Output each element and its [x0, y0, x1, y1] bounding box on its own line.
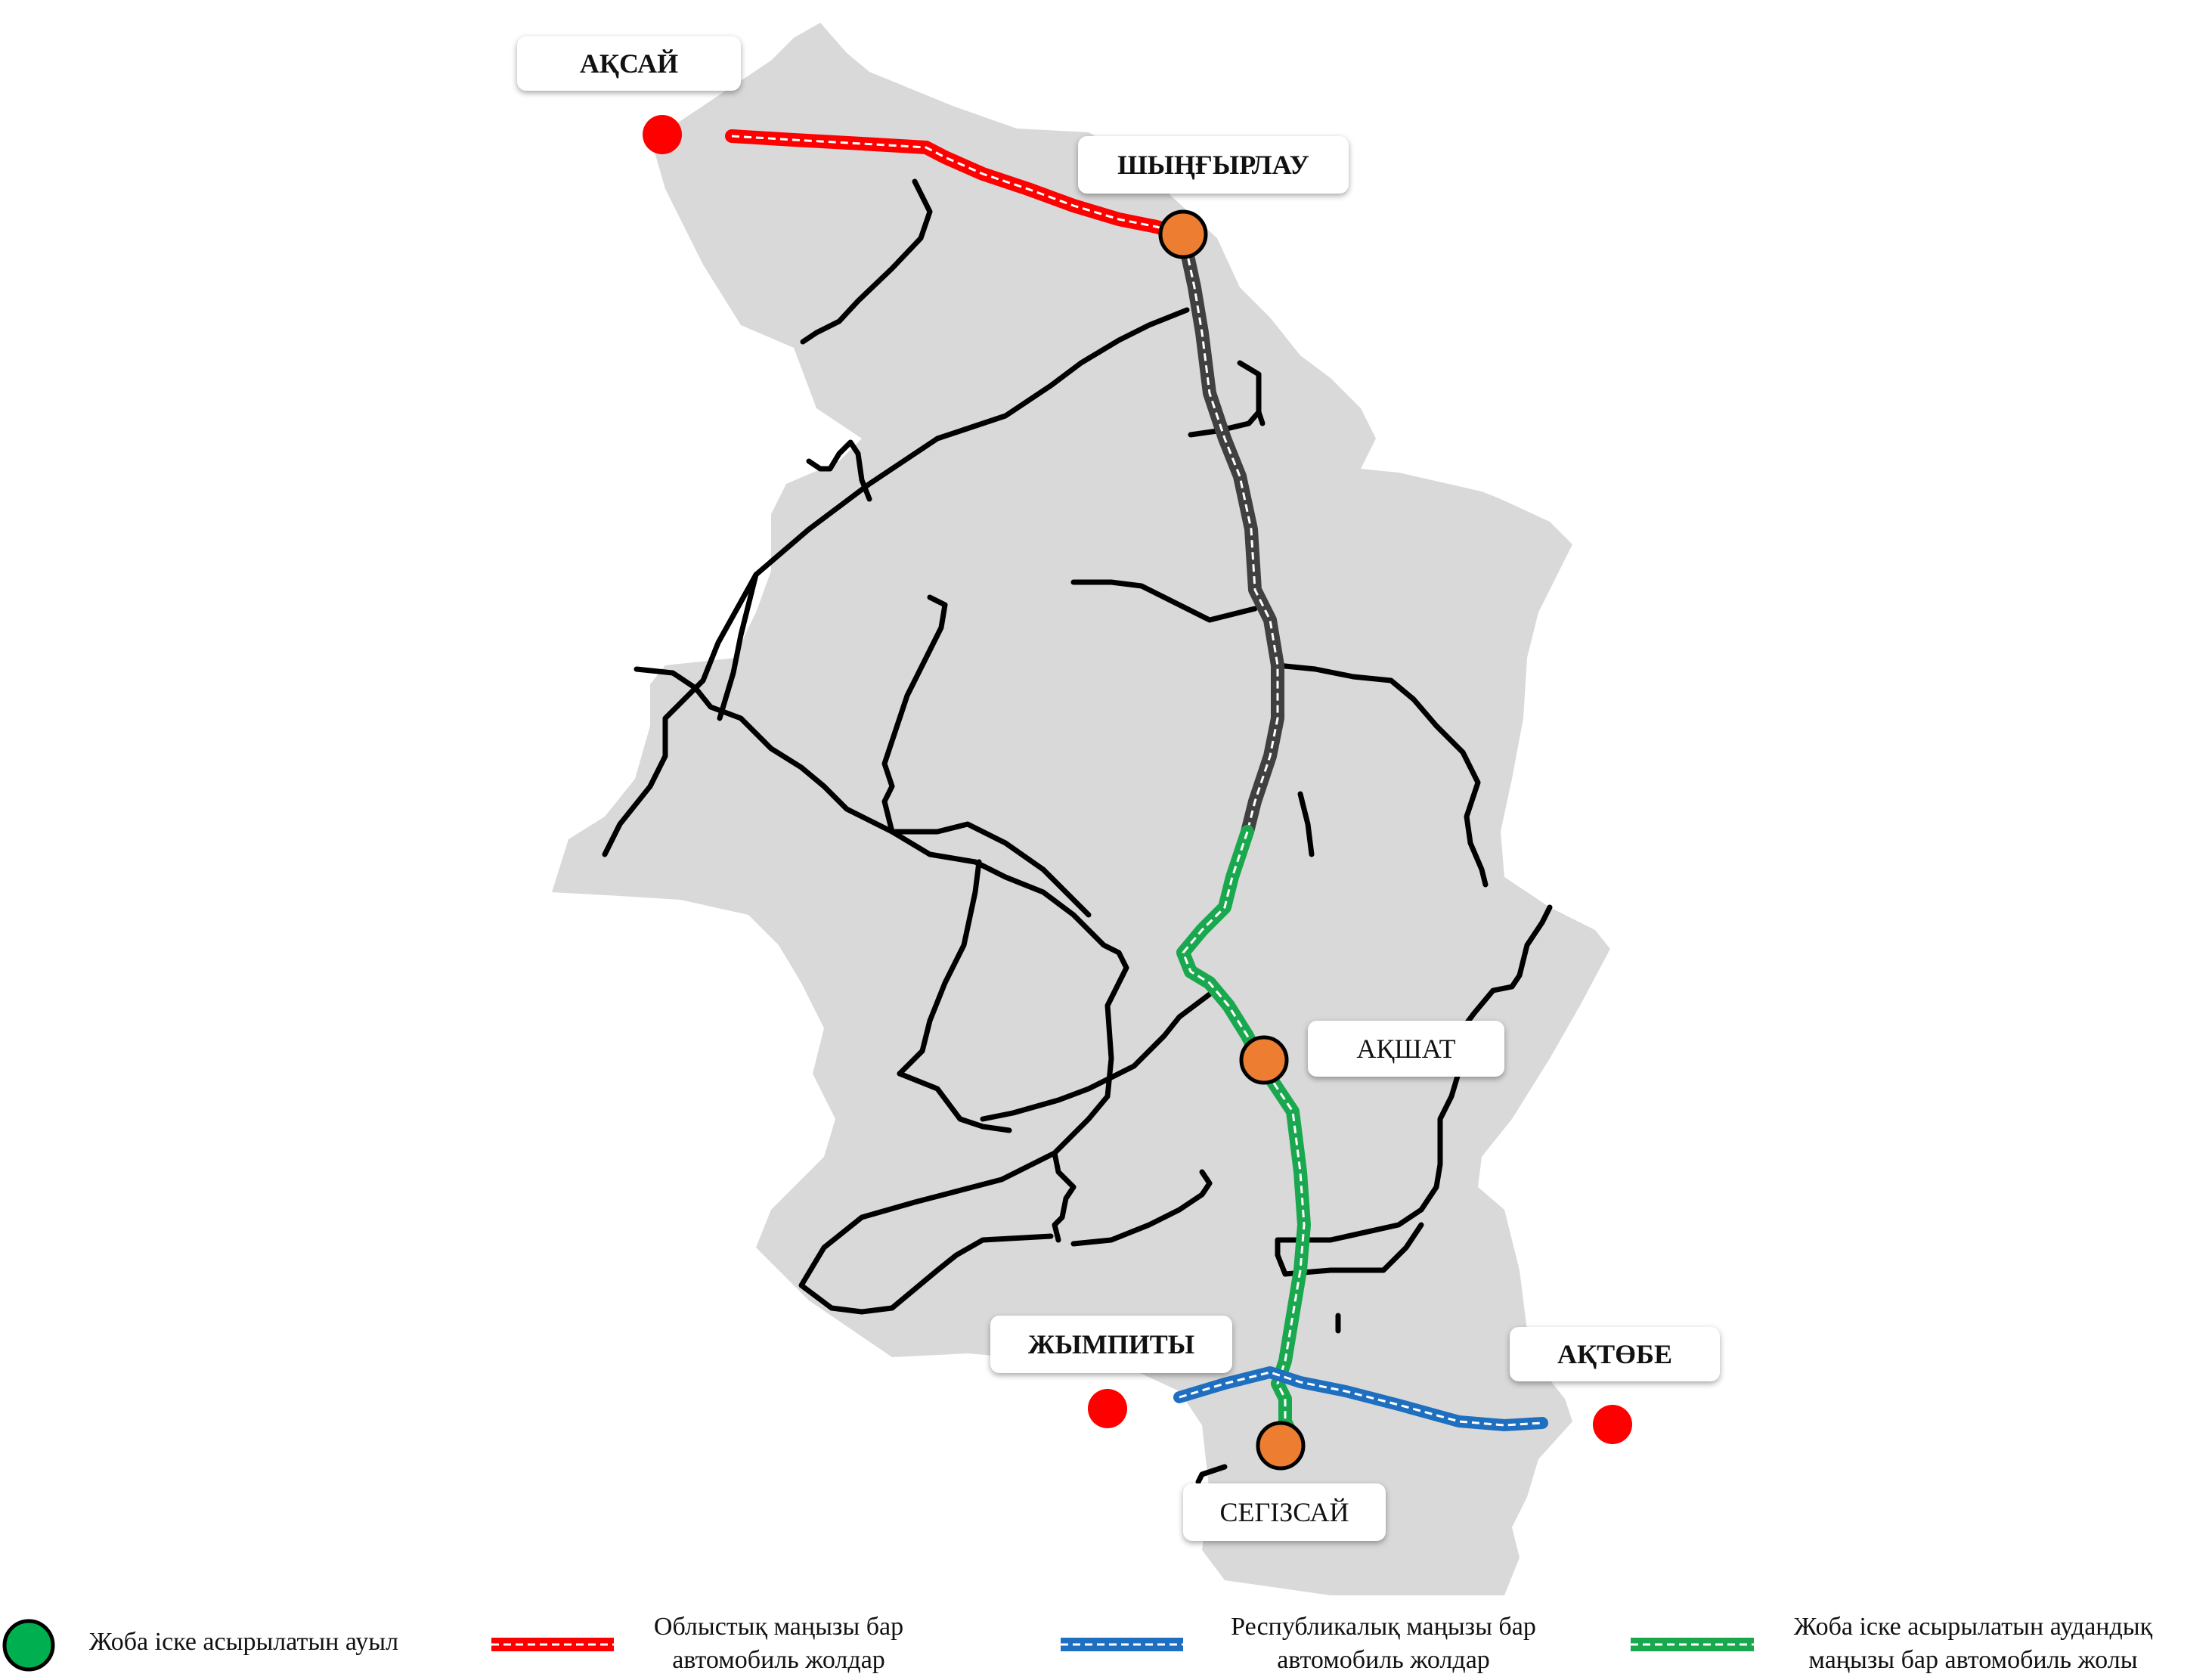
legend-regional-road-label: Облыстық маңызы бар автомобиль жолдар	[653, 1613, 904, 1674]
label-akshat: АҚШАТ	[1308, 1021, 1504, 1077]
label-aktobe: АҚТӨБЕ	[1510, 1327, 1720, 1381]
village-marker-shyngyrlau[interactable]	[1158, 209, 1208, 259]
city-marker-aksai[interactable]	[643, 115, 682, 154]
city-marker-zhympity[interactable]	[1088, 1389, 1127, 1428]
label-zhympity: ЖЫМПИТЫ	[990, 1316, 1232, 1373]
village-marker-akshat[interactable]	[1239, 1035, 1289, 1085]
legend-republican-road-label: Республикалық маңызы бар автомобиль жолд…	[1231, 1613, 1536, 1674]
local-roads	[602, 178, 1553, 1485]
legend-village-icon	[2, 1619, 55, 1672]
label-segizsai: СЕГІЗСАЙ	[1183, 1483, 1386, 1541]
label-aksai: АҚСАЙ	[517, 36, 741, 91]
village-marker-segizsai[interactable]	[1256, 1421, 1306, 1471]
legend-district-road-label: Жоба іске асырылатын аудандық маңызы бар…	[1793, 1613, 2153, 1674]
district-territory	[552, 23, 1610, 1595]
label-shyngyrlau: ШЫҢҒЫРЛАУ	[1078, 136, 1349, 194]
city-marker-aktobe[interactable]	[1593, 1405, 1632, 1444]
legend-village-label: Жоба іске асырылатын ауыл	[89, 1628, 399, 1656]
